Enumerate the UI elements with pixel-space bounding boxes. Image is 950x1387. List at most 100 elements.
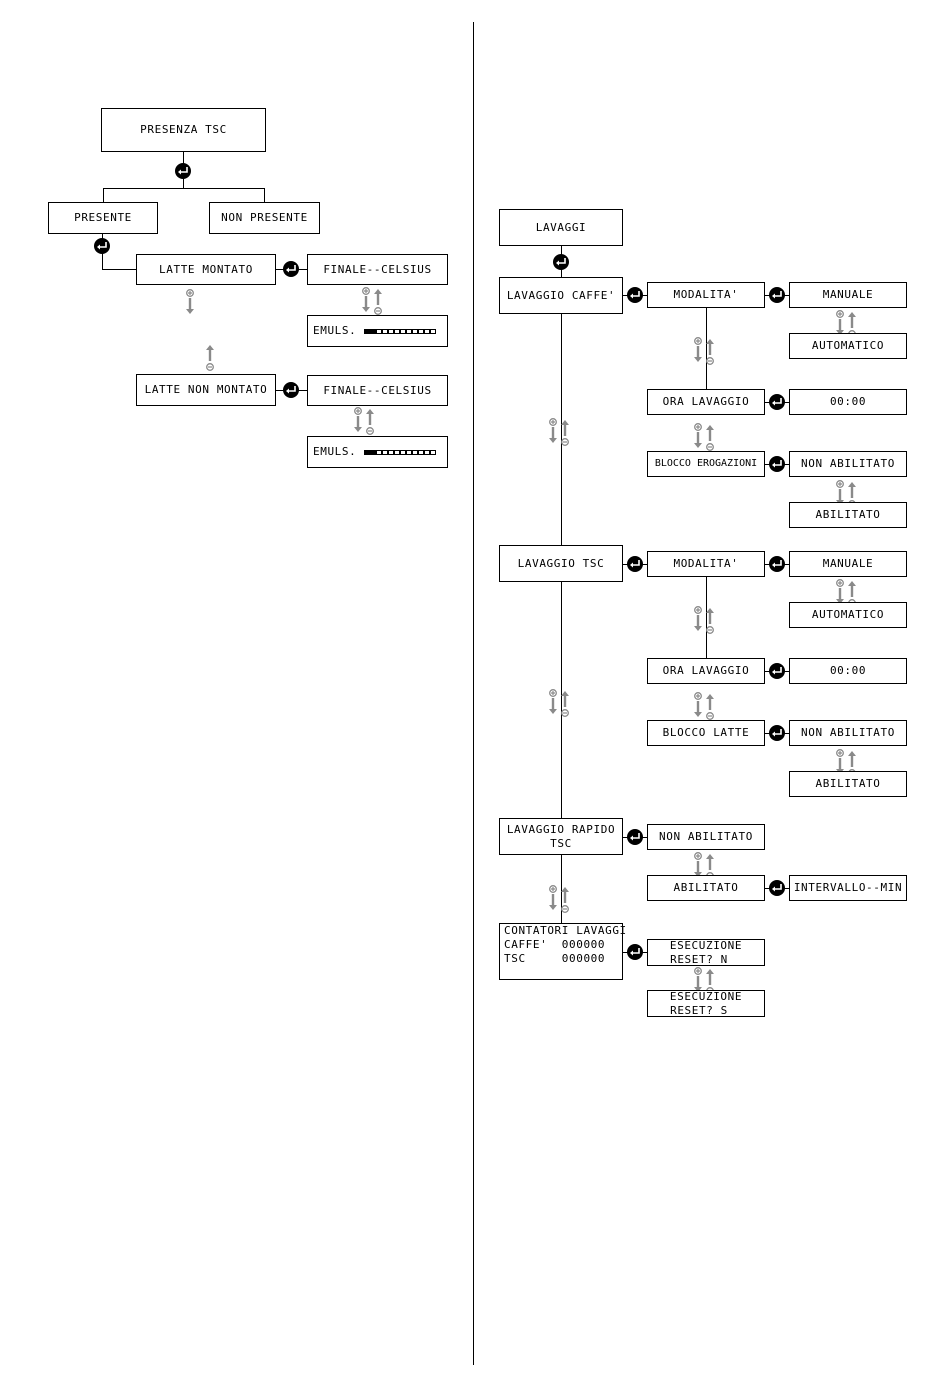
enter-icon xyxy=(627,556,643,572)
caffe-ora-value-box[interactable]: 00:00 xyxy=(789,389,907,415)
caffe-manuale-label: MANUALE xyxy=(822,288,874,301)
enter-icon xyxy=(553,254,569,270)
tsc-blocco-box[interactable]: BLOCCO LATTE xyxy=(647,720,765,746)
enter-icon xyxy=(627,287,643,303)
emulsion-segment xyxy=(412,328,419,334)
connector xyxy=(103,188,265,189)
emulsion-segment xyxy=(424,328,431,334)
emuls-box-2[interactable]: EMULS. xyxy=(307,436,448,468)
enter-icon xyxy=(769,287,785,303)
caffe-ora-value: 00:00 xyxy=(829,395,867,408)
rapido-abilitato-box[interactable]: ABILITATO xyxy=(647,875,765,901)
caffe-blocco-label: BLOCCO EROGAZIONI xyxy=(654,458,758,469)
tsc-abilitato-box[interactable]: ABILITATO xyxy=(789,771,907,797)
tsc-ora-value-box[interactable]: 00:00 xyxy=(789,658,907,684)
enter-icon xyxy=(283,261,299,277)
emulsion-segment xyxy=(394,449,401,455)
caffe-automatico-box[interactable]: AUTOMATICO xyxy=(789,333,907,359)
caffe-manuale-box[interactable]: MANUALE xyxy=(789,282,907,308)
nav-plus-minus-icon xyxy=(547,417,571,457)
rapido-non-abilitato-box[interactable]: NON ABILITATO xyxy=(647,824,765,850)
enter-icon xyxy=(283,382,299,398)
enter-icon xyxy=(769,394,785,410)
rapido-abilitato-label: ABILITATO xyxy=(673,881,739,894)
enter-icon xyxy=(769,456,785,472)
enter-icon xyxy=(94,238,110,254)
lavaggio-caffe-label: LAVAGGIO CAFFE' xyxy=(506,288,616,302)
lavaggio-tsc-box[interactable]: LAVAGGIO TSC xyxy=(499,545,623,582)
emulsion-segment xyxy=(400,449,407,455)
rapido-non-abilitato-label: NON ABILITATO xyxy=(659,830,753,843)
presenza-tsc-box[interactable]: PRESENZA TSC xyxy=(101,108,266,152)
enter-icon xyxy=(769,663,785,679)
nav-plus-minus-icon xyxy=(547,688,571,728)
emulsion-segment xyxy=(364,328,371,334)
tsc-manuale-box[interactable]: MANUALE xyxy=(789,551,907,577)
finale-celsius-label-1: FINALE--CELSIUS xyxy=(323,262,432,276)
caffe-blocco-box[interactable]: BLOCCO EROGAZIONI xyxy=(647,451,765,477)
emulsion-segment xyxy=(406,328,413,334)
presente-box[interactable]: PRESENTE xyxy=(48,202,158,234)
caffe-modalita-box[interactable]: MODALITA' xyxy=(647,282,765,308)
emulsion-segment xyxy=(394,328,401,334)
enter-icon xyxy=(627,829,643,845)
presente-label: PRESENTE xyxy=(74,211,132,224)
nav-up-minus-icon xyxy=(200,342,224,382)
nav-plus-minus-icon xyxy=(834,309,858,349)
emulsion-segment xyxy=(424,449,431,455)
emuls-box-1[interactable]: EMULS. xyxy=(307,315,448,347)
connector xyxy=(706,308,707,389)
tsc-manuale-label: MANUALE xyxy=(822,557,874,570)
tsc-modalita-label: MODALITA' xyxy=(673,557,739,570)
latte-non-montato-box[interactable]: LATTE NON MONTATO xyxy=(136,374,276,406)
emulsion-segment xyxy=(376,449,383,455)
tsc-non-abilitato-box[interactable]: NON ABILITATO xyxy=(789,720,907,746)
caffe-non-abilitato-box[interactable]: NON ABILITATO xyxy=(789,451,907,477)
emulsion-segment xyxy=(388,449,395,455)
emulsion-segment xyxy=(382,328,389,334)
contatori-box[interactable]: CONTATORI LAVAGGI CAFFE' 000000 TSC 0000… xyxy=(499,923,626,980)
lavaggi-box[interactable]: LAVAGGI xyxy=(499,209,623,246)
finale-celsius-box-1[interactable]: FINALE--CELSIUS xyxy=(307,254,448,285)
nav-plus-minus-icon xyxy=(360,286,384,326)
emuls-label-2: EMULS. xyxy=(313,445,357,458)
connector xyxy=(706,577,707,658)
nav-plus-minus-icon xyxy=(692,605,716,645)
rapido-intervallo-box[interactable]: INTERVALLO--MIN xyxy=(789,875,907,901)
emulsion-level-bar xyxy=(364,328,437,334)
reset-s-box[interactable]: ESECUZIONE RESET? S xyxy=(647,990,765,1017)
tsc-automatico-box[interactable]: AUTOMATICO xyxy=(789,602,907,628)
lavaggio-caffe-box[interactable]: LAVAGGIO CAFFE' xyxy=(499,277,623,314)
finale-celsius-label-2: FINALE--CELSIUS xyxy=(323,383,432,397)
lavaggio-rapido-line1: LAVAGGIO RAPIDO xyxy=(506,822,616,836)
emulsion-segment xyxy=(388,328,395,334)
enter-icon xyxy=(175,163,191,179)
emulsion-segment xyxy=(418,449,425,455)
finale-celsius-box-2[interactable]: FINALE--CELSIUS xyxy=(307,375,448,406)
tsc-modalita-box[interactable]: MODALITA' xyxy=(647,551,765,577)
tsc-ora-lavaggio-box[interactable]: ORA LAVAGGIO xyxy=(647,658,765,684)
tsc-blocco-label: BLOCCO LATTE xyxy=(662,726,750,739)
reset-n-line2: RESET? N xyxy=(670,952,728,966)
latte-montato-label: LATTE MONTATO xyxy=(159,262,253,276)
contatori-tsc: TSC 000000 xyxy=(504,952,606,965)
emulsion-segment xyxy=(370,328,377,334)
nav-plus-minus-icon xyxy=(352,406,376,446)
lavaggi-label: LAVAGGI xyxy=(535,220,587,234)
enter-icon xyxy=(769,725,785,741)
non-presente-label: NON PRESENTE xyxy=(221,211,308,224)
caffe-abilitato-label: ABILITATO xyxy=(815,508,881,521)
enter-icon xyxy=(769,556,785,572)
latte-montato-box[interactable]: LATTE MONTATO xyxy=(136,254,276,285)
caffe-abilitato-box[interactable]: ABILITATO xyxy=(789,502,907,528)
rapido-intervallo-label: INTERVALLO--MIN xyxy=(793,881,903,894)
non-presente-box[interactable]: NON PRESENTE xyxy=(209,202,320,234)
emulsion-segment xyxy=(376,328,383,334)
caffe-ora-lavaggio-box[interactable]: ORA LAVAGGIO xyxy=(647,389,765,415)
emulsion-segment xyxy=(370,449,377,455)
reset-n-box[interactable]: ESECUZIONE RESET? N xyxy=(647,939,765,966)
lavaggio-rapido-box[interactable]: LAVAGGIO RAPIDO TSC xyxy=(499,818,623,855)
connector xyxy=(102,269,136,270)
caffe-ora-lavaggio-label: ORA LAVAGGIO xyxy=(662,395,750,408)
main-spine xyxy=(561,313,562,923)
